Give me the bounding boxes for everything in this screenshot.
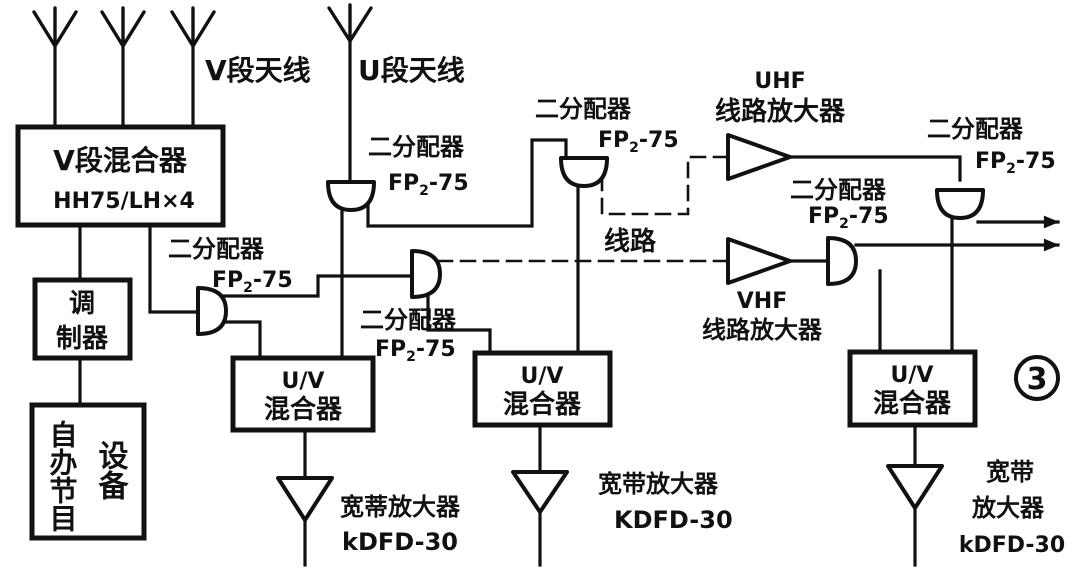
uhf-amp-label-line2: 线路放大器 (715, 96, 846, 127)
vhf-amplifier-shape (726, 237, 792, 285)
splitter-b-name: 二分配器 (535, 95, 632, 123)
splitter-e-shape (410, 249, 442, 299)
v-mixer-box (15, 124, 226, 228)
wideband-amp-3-name-line2: 放大器 (971, 494, 1045, 522)
uhf-amplifier-shape (726, 133, 792, 181)
wideband-amp-2-shape (511, 470, 569, 514)
wire-uhf-amp-to-splitter-f (788, 155, 962, 182)
wire-splitter-b-to-uhf-amp (600, 155, 730, 216)
uv-mixer-1-box (230, 355, 376, 433)
uv-mixer-1-line1: U/V (282, 369, 325, 394)
line-label: 线路 (604, 226, 657, 257)
wideband-amp-3-model: kDFD-30 (959, 533, 1065, 558)
splitter-b-model: FP2-75 (598, 128, 679, 156)
wideband-amp-3-name-line1: 宽带 (986, 458, 1034, 486)
splitter-e-model: FP2-75 (375, 337, 456, 365)
wire-splitter-a-to-b (366, 138, 568, 228)
self-program-label-left: 自办节目 (46, 420, 79, 532)
modulator-label-line2: 制器 (56, 324, 109, 354)
v-antenna-2-icon (100, 6, 146, 48)
uv-mixer-3-line2: 混合器 (873, 388, 952, 419)
v-band-antennas (32, 6, 216, 48)
wideband-amp-2-name: 宽带放大器 (598, 470, 719, 498)
figure-number-badge: 3 (1014, 355, 1060, 401)
uv-mixer-3-box (847, 349, 978, 428)
v-antenna-3-icon (170, 6, 216, 48)
splitter-f-label: 二分配器 FP2-75 (927, 115, 1056, 177)
splitter-d-shape (196, 286, 228, 336)
splitter-g-label: 二分配器 FP2-75 (790, 176, 889, 232)
splitter-a-shape (326, 180, 376, 212)
vhf-amp-label-line1: VHF (737, 289, 787, 314)
figure-number-text: 3 (1027, 362, 1048, 397)
v-mixer-title: V段混合器 (53, 144, 188, 177)
self-program-label-right: 设备 (93, 440, 129, 500)
uhf-amp-label-line1: UHF (754, 69, 805, 94)
vhf-amp-label-line2: 线路放大器 (702, 316, 823, 344)
wideband-amp-1-model: kDFD-30 (342, 528, 458, 556)
wire-splitter-e-to-mixer2 (426, 288, 492, 355)
wire-splitter-d-to-mixer1 (224, 320, 262, 360)
splitter-e-label: 二分配器 FP2-75 (360, 306, 457, 365)
wiring (53, 38, 1060, 567)
uv-mixer-1-line2: 混合器 (264, 394, 343, 425)
uv-mixer-2-line1: U/V (521, 364, 564, 389)
splitter-g-shape (826, 236, 858, 286)
wire-splitter-d-to-e (218, 274, 414, 298)
wideband-amp-1-shape (276, 476, 334, 522)
v-band-antenna-label: V段天线 (205, 54, 311, 87)
splitter-a-label: 二分配器 FP2-75 (368, 133, 469, 199)
wideband-amp-3-shape (886, 464, 944, 510)
splitter-d-name: 二分配器 (168, 235, 265, 263)
wire-vmixer-splitter-d (148, 223, 202, 314)
splitter-e-name: 二分配器 (360, 306, 457, 334)
splitter-a-model: FP2-75 (388, 171, 469, 199)
splitter-g-model: FP2-75 (808, 204, 889, 232)
splitter-b-shape (559, 156, 609, 188)
splitter-f-model: FP2-75 (975, 149, 1056, 177)
splitter-g-name: 二分配器 (790, 176, 887, 204)
uv-mixer-3-line1: U/V (891, 363, 934, 388)
splitter-f-name: 二分配器 (927, 115, 1024, 143)
splitter-b-label: 二分配器 FP2-75 (535, 95, 679, 156)
self-program-device-box (29, 402, 147, 541)
u-band-antenna-label: U段天线 (358, 54, 465, 87)
uv-mixer-2-box (472, 350, 613, 428)
u-antenna-icon (327, 3, 373, 43)
v-antenna-1-icon (32, 6, 78, 48)
wideband-amp-2-model: KDFD-30 (614, 506, 733, 534)
modulator-label-line1: 调 (69, 289, 95, 319)
v-mixer-model: HH75/LH×4 (53, 189, 195, 214)
splitter-d-label: 二分配器 FP2-75 (168, 235, 293, 296)
uv-mixer-2-line2: 混合器 (503, 389, 582, 420)
modulator-box (32, 277, 133, 361)
splitter-d-model: FP2-75 (212, 268, 293, 296)
splitter-f-shape (935, 188, 985, 220)
wideband-amp-1-name: 宽蒂放大器 (340, 493, 461, 521)
splitter-a-name: 二分配器 (368, 133, 465, 161)
